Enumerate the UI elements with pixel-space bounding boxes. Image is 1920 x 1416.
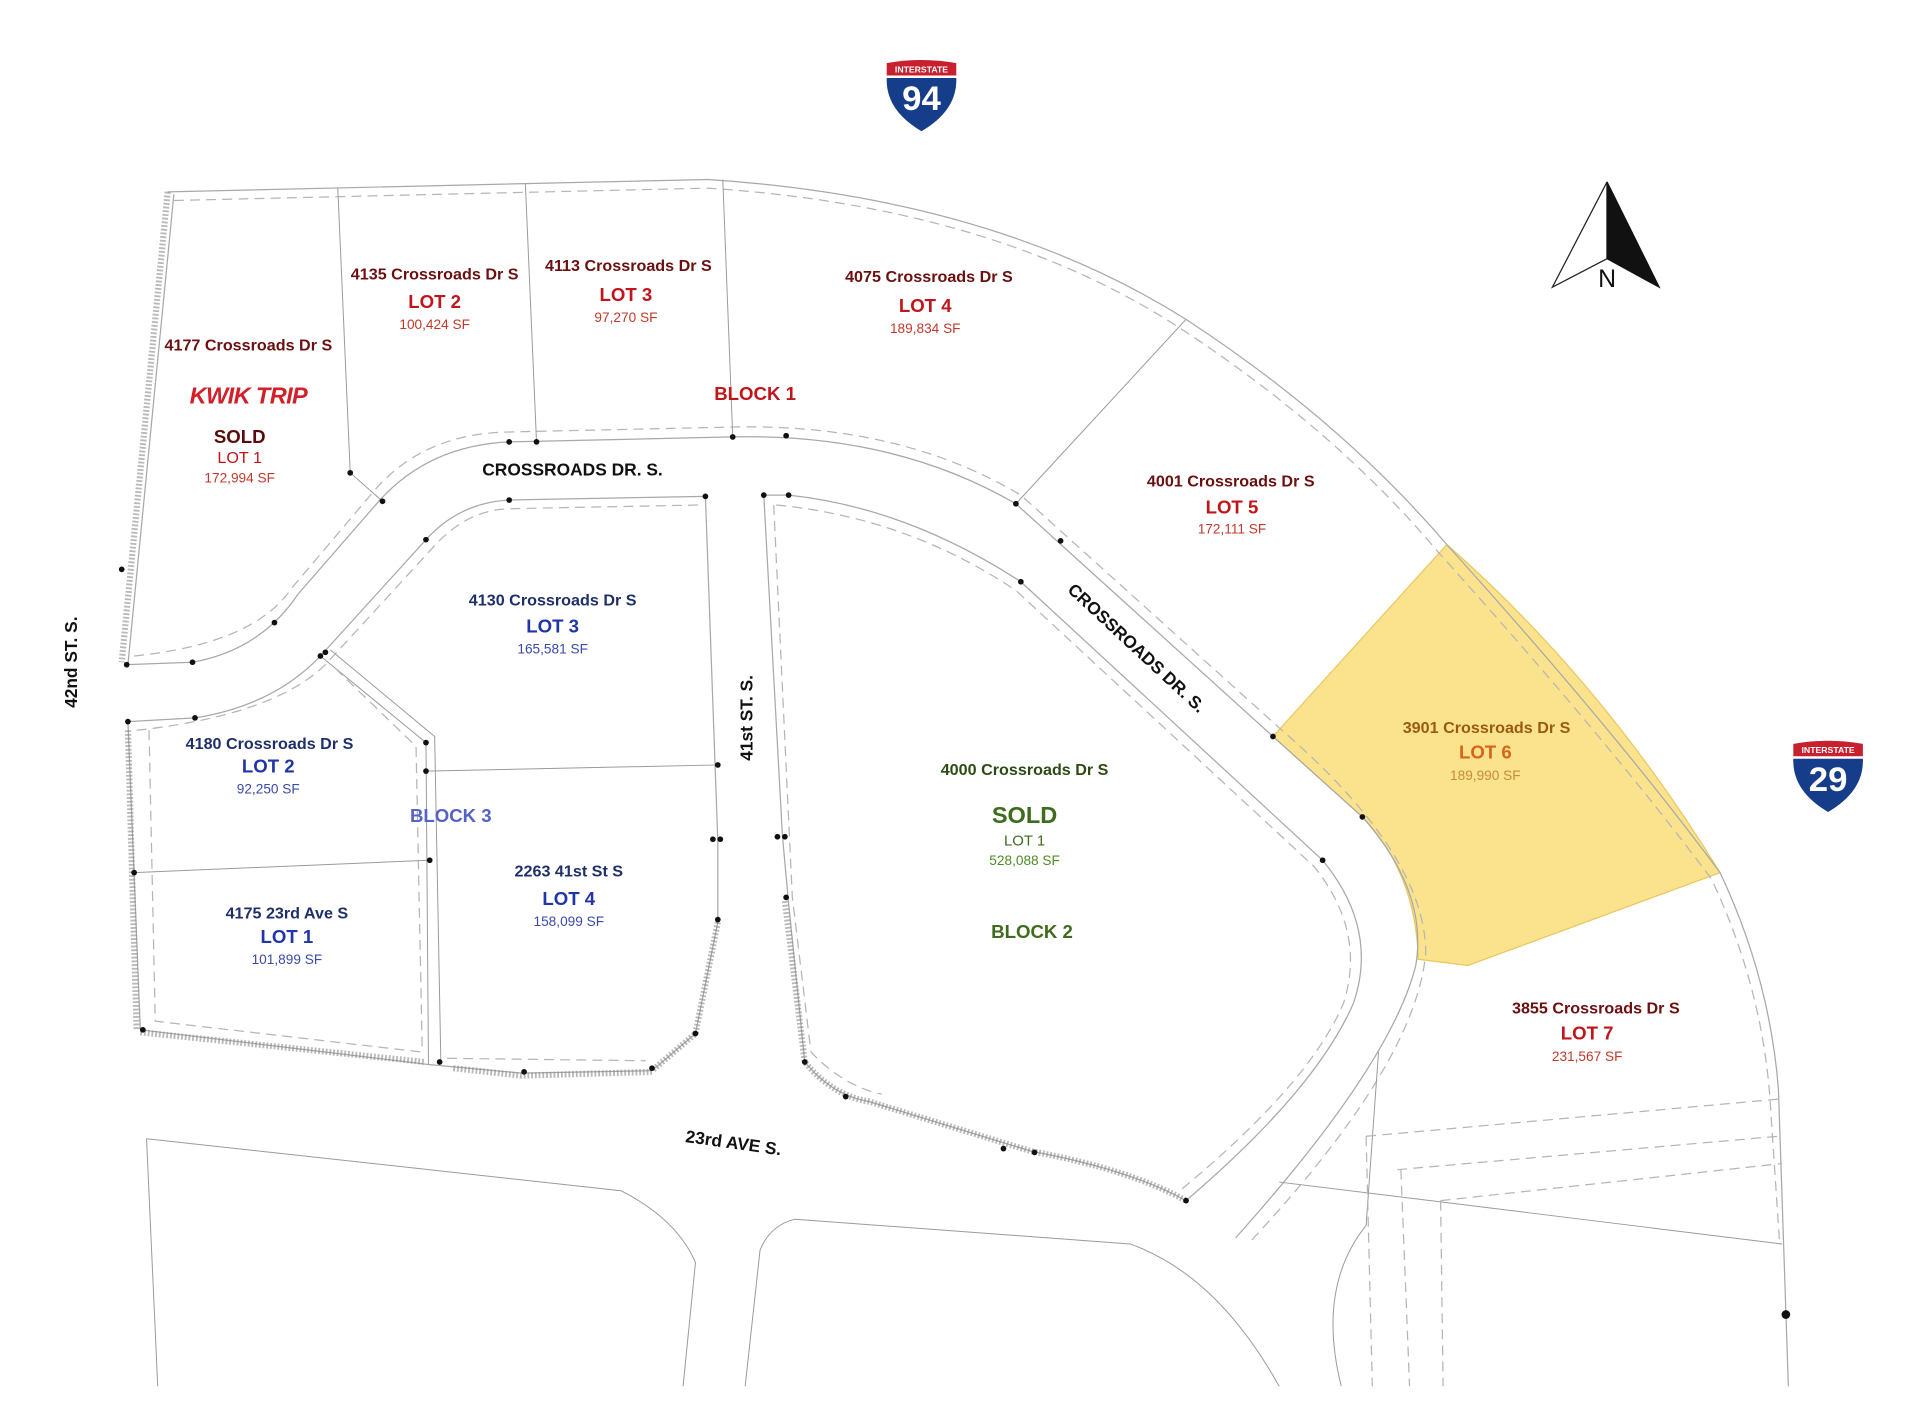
sold-status: SOLD bbox=[992, 802, 1058, 828]
b1-lot2-lot3-line bbox=[524, 183, 538, 442]
lot-area: 158,099 SF bbox=[534, 914, 605, 929]
sold-status: SOLD bbox=[214, 426, 266, 447]
parcel-address: 4135 Crossroads Dr S bbox=[351, 266, 519, 284]
41st-east-hatch bbox=[781, 900, 1188, 1204]
interstate-94-shield-icon: INTERSTATE 94 bbox=[883, 56, 960, 135]
parcel-b1-lot7[interactable]: 3855 Crossroads Dr S LOT 7 231,567 SF bbox=[1512, 1000, 1680, 1064]
lot-number: LOT 5 bbox=[1206, 497, 1259, 518]
crossroads-north-edge bbox=[124, 436, 1419, 1239]
crossroads-south-edge-east bbox=[763, 494, 1362, 1202]
block3-label: BLOCK 3 bbox=[410, 805, 492, 826]
lot-number: LOT 1 bbox=[261, 926, 314, 947]
parcel-address: 3901 Crossroads Dr S bbox=[1403, 719, 1571, 737]
north-arrow-icon: N bbox=[1550, 181, 1661, 293]
lot-area: 189,990 SF bbox=[1450, 768, 1521, 783]
shield-top-text: INTERSTATE bbox=[895, 64, 948, 74]
b3-lot2-east-dash bbox=[334, 667, 423, 1053]
west-boundary-block1 bbox=[118, 191, 171, 663]
block3-south-edge bbox=[140, 1029, 653, 1074]
parcel-b1-lot5[interactable]: 4001 Crossroads Dr S LOT 5 172,111 SF bbox=[1147, 472, 1315, 536]
south-road-east bbox=[1279, 1052, 1783, 1387]
b3-lot3-lot4-line bbox=[425, 764, 718, 772]
crossroads-south-dash-east bbox=[776, 504, 1352, 1192]
north-label: N bbox=[1598, 266, 1616, 293]
crossroads-south-dash bbox=[136, 504, 698, 731]
lot-area: 528,088 SF bbox=[989, 853, 1060, 868]
lot-area: 100,424 SF bbox=[399, 317, 470, 332]
parcel-b3-lot3[interactable]: 4130 Crossroads Dr S LOT 3 165,581 SF bbox=[469, 591, 637, 656]
lot-area: 189,834 SF bbox=[890, 321, 961, 336]
parcel-address: 4180 Crossroads Dr S bbox=[186, 735, 354, 753]
parcel-b2-lot1[interactable]: 4000 Crossroads Dr S SOLD LOT 1 528,088 … bbox=[941, 761, 1109, 868]
lot-number: LOT 3 bbox=[600, 284, 653, 305]
parcel-b1-lot4[interactable]: 4075 Crossroads Dr S LOT 4 189,834 SF bbox=[845, 268, 1013, 336]
street-label-41st: 41st ST. S. bbox=[737, 675, 757, 761]
lot-area: 92,250 SF bbox=[237, 781, 300, 796]
lot-number: LOT 1 bbox=[1004, 833, 1045, 849]
survey-pins bbox=[118, 432, 1366, 1204]
b3-lot1-lot2-line bbox=[134, 859, 429, 874]
survey-pin bbox=[1781, 1310, 1791, 1319]
west-boundary-line bbox=[127, 194, 175, 665]
lot-area: 165,581 SF bbox=[517, 642, 588, 657]
parcel-b1-lot1[interactable]: 4177 Crossroads Dr S KWIK TRIP SOLD LOT … bbox=[165, 336, 333, 485]
lot-area: 97,270 SF bbox=[594, 310, 657, 325]
north-boundary-offset bbox=[173, 187, 1781, 1244]
lot-number: LOT 6 bbox=[1459, 742, 1512, 763]
street-label-42nd: 42nd ST. S. bbox=[61, 616, 81, 707]
north-boundary bbox=[167, 178, 1789, 1387]
41st-east-dash bbox=[773, 504, 882, 1095]
street-label-23rd-ave: 23rd AVE S. bbox=[684, 1126, 782, 1159]
block1-label: BLOCK 1 bbox=[714, 383, 796, 404]
kwik-trip-logo: KWIK TRIP bbox=[190, 383, 308, 409]
shield-number: 94 bbox=[902, 80, 941, 118]
lot-area: 101,899 SF bbox=[252, 952, 323, 967]
lot-number: LOT 3 bbox=[526, 616, 579, 637]
parcel-address: 2263 41st St S bbox=[515, 862, 624, 880]
lot7-easement-dash bbox=[1365, 1098, 1783, 1387]
lot-number: LOT 2 bbox=[408, 291, 461, 312]
parcel-address: 4000 Crossroads Dr S bbox=[941, 761, 1109, 779]
parcel-b1-lot3[interactable]: 4113 Crossroads Dr S LOT 3 97,270 SF bbox=[545, 257, 712, 325]
parcel-b1-lot2[interactable]: 4135 Crossroads Dr S LOT 2 100,424 SF bbox=[351, 266, 519, 332]
block3-south-hatch bbox=[140, 1029, 653, 1079]
lot-number: LOT 4 bbox=[542, 888, 595, 909]
b1-lot4-lot5-line bbox=[1015, 319, 1187, 505]
lot-number: LOT 7 bbox=[1561, 1023, 1614, 1044]
parcel-address: 4175 23rd Ave S bbox=[226, 904, 349, 922]
block3-inner-dash bbox=[148, 730, 646, 1062]
b1-lot3-lot4-line bbox=[722, 179, 734, 437]
parcel-address: 4001 Crossroads Dr S bbox=[1147, 472, 1315, 490]
parcel-b3-lot2[interactable]: 4180 Crossroads Dr S LOT 2 92,250 SF bbox=[186, 735, 354, 797]
41st-west-hatch bbox=[649, 921, 721, 1074]
lot-number: LOT 4 bbox=[899, 295, 952, 316]
shield-number: 29 bbox=[1809, 761, 1848, 799]
parcel-b3-lot4[interactable]: 2263 41st St S LOT 4 158,099 SF bbox=[515, 862, 624, 928]
parcel-b1-lot6[interactable]: 3901 Crossroads Dr S LOT 6 189,990 SF bbox=[1403, 719, 1571, 783]
b3-lot2-east-line-2 bbox=[330, 649, 442, 1065]
41st-west-edge bbox=[651, 496, 719, 1072]
street-label-crossroads-west: CROSSROADS DR. S. bbox=[482, 459, 663, 479]
south-parcel-west bbox=[146, 1138, 696, 1387]
block3-west-hatch bbox=[124, 730, 140, 1030]
lot-number: LOT 1 bbox=[217, 449, 262, 467]
block2-label: BLOCK 2 bbox=[991, 921, 1073, 942]
parcel-address: 4177 Crossroads Dr S bbox=[165, 336, 333, 354]
b1-lot1-lot2-line bbox=[337, 188, 383, 502]
lot-number: LOT 2 bbox=[242, 755, 295, 776]
lot-area: 231,567 SF bbox=[1552, 1049, 1623, 1064]
south-parcel-middle bbox=[744, 1218, 1280, 1387]
parcel-address: 3855 Crossroads Dr S bbox=[1512, 1000, 1680, 1018]
lot-area: 172,994 SF bbox=[204, 471, 275, 486]
parcel-b3-lot1[interactable]: 4175 23rd Ave S LOT 1 101,899 SF bbox=[226, 904, 349, 967]
shield-top-text: INTERSTATE bbox=[1802, 745, 1855, 755]
parcel-address: 4113 Crossroads Dr S bbox=[545, 257, 712, 275]
parcel-address: 4075 Crossroads Dr S bbox=[845, 268, 1013, 286]
interstate-29-shield-icon: INTERSTATE 29 bbox=[1793, 740, 1863, 812]
parcel-address: 4130 Crossroads Dr S bbox=[469, 591, 637, 609]
lot-area: 172,111 SF bbox=[1198, 521, 1267, 536]
